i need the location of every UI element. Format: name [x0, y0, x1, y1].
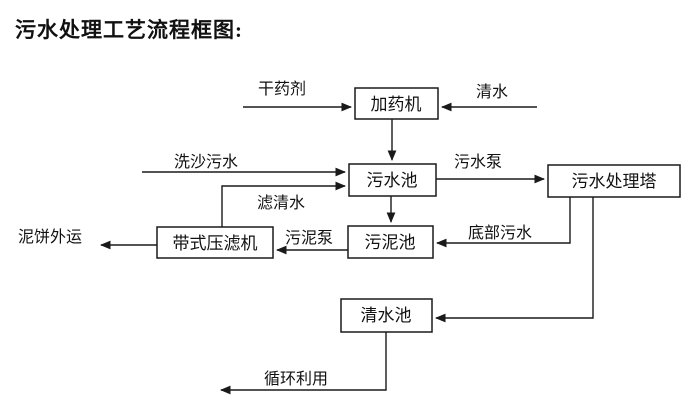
- label-sewage-pump: 污水泵: [454, 153, 502, 171]
- node-belt-filter-press: 带式压滤机: [156, 226, 274, 259]
- label-recycle: 循环利用: [264, 370, 328, 388]
- label-sand-washing-sewage: 洗沙污水: [174, 153, 238, 171]
- label-sludge-pump: 污泥泵: [285, 229, 333, 247]
- label-mud-cake-out: 泥饼外运: [18, 228, 82, 246]
- edge-bottom-sewage-arrow: [436, 197, 571, 248]
- label-clean-water: 清水: [476, 83, 508, 101]
- node-clean-water-pool: 清水池: [340, 298, 433, 333]
- edge-recycle-arrow: [220, 332, 387, 395]
- node-dosing-machine-label: 加药机: [371, 95, 422, 114]
- node-sewage-pool: 污水池: [348, 163, 437, 197]
- label-dry-chemical: 干药剂: [258, 80, 306, 98]
- label-filtered-water: 滤清水: [257, 194, 305, 212]
- label-bottom-sewage: 底部污水: [468, 224, 532, 242]
- node-sludge-pool: 污泥池: [347, 225, 434, 259]
- node-belt-filter-press-label: 带式压滤机: [173, 234, 258, 253]
- node-treatment-tower-label: 污水处理塔: [572, 172, 657, 191]
- edge-filtered-water-arrow: [221, 181, 346, 227]
- page-title: 污水处理工艺流程框图:: [15, 18, 243, 42]
- node-clean-water-pool-label: 清水池: [361, 306, 412, 325]
- node-treatment-tower: 污水处理塔: [547, 164, 681, 198]
- node-dosing-machine: 加药机: [354, 87, 439, 120]
- edge-tower-to-clean-pool-arrow: [435, 197, 594, 323]
- node-sludge-pool-label: 污泥池: [365, 233, 416, 252]
- node-sewage-pool-label: 污水池: [367, 171, 418, 190]
